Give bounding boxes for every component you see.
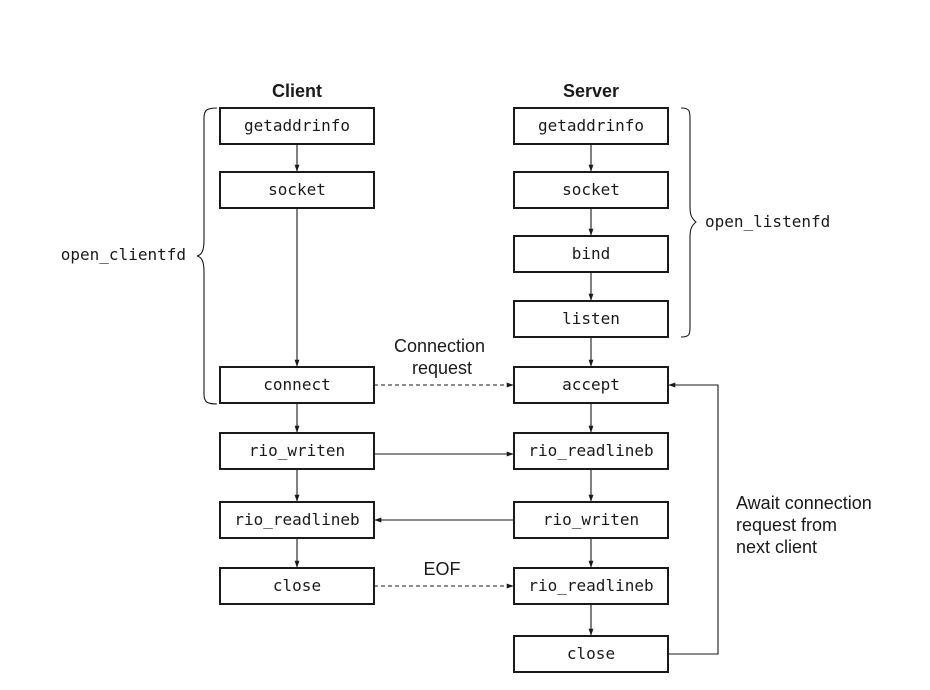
server-listen-box: listen [513,300,669,338]
server-getaddrinfo-label: getaddrinfo [538,116,644,135]
client-socket-box: socket [219,171,375,209]
await-line-1: Await connection [736,493,872,513]
server-bind-label: bind [572,244,611,263]
server-bind-box: bind [513,235,669,273]
connection-request-line-2: request [412,358,472,378]
eof-note: EOF [423,559,460,579]
connection-request-note: Connection request [394,336,490,378]
server-socket-box: socket [513,171,669,209]
server-close-label: close [567,644,615,663]
client-rio-readlineb-box: rio_readlineb [219,501,375,539]
server-rio-readlineb-1-box: rio_readlineb [513,432,669,470]
client-close-box: close [219,567,375,605]
server-accept-box: accept [513,366,669,404]
client-rio-readlineb-label: rio_readlineb [234,510,359,529]
server-close-box: close [513,635,669,673]
open-listenfd-label: open_listenfd [705,212,830,231]
server-header: Server [563,81,619,101]
client-rio-writen-box: rio_writen [219,432,375,470]
server-rio-readlineb-2-label: rio_readlineb [528,576,653,595]
await-note: Await connection request from next clien… [736,493,877,557]
open-listenfd-brace [680,107,697,338]
client-rio-writen-label: rio_writen [249,441,345,460]
await-line-3: next client [736,537,817,557]
client-connect-box: connect [219,366,375,404]
client-getaddrinfo-box: getaddrinfo [219,107,375,145]
open-clientfd-label: open_clientfd [61,245,186,264]
await-line-2: request from [736,515,837,535]
open-clientfd-brace [196,107,218,405]
client-getaddrinfo-label: getaddrinfo [244,116,350,135]
server-socket-label: socket [562,180,620,199]
server-rio-readlineb-2-box: rio_readlineb [513,567,669,605]
server-accept-label: accept [562,375,620,394]
server-rio-writen-label: rio_writen [543,510,639,529]
server-rio-readlineb-1-label: rio_readlineb [528,441,653,460]
client-header: Client [272,81,322,101]
connection-request-line-1: Connection [394,336,485,356]
client-connect-label: connect [263,375,330,394]
server-rio-writen-box: rio_writen [513,501,669,539]
client-close-label: close [273,576,321,595]
server-getaddrinfo-box: getaddrinfo [513,107,669,145]
server-listen-label: listen [562,309,620,328]
await-loop-arrow [668,382,719,655]
client-socket-label: socket [268,180,326,199]
